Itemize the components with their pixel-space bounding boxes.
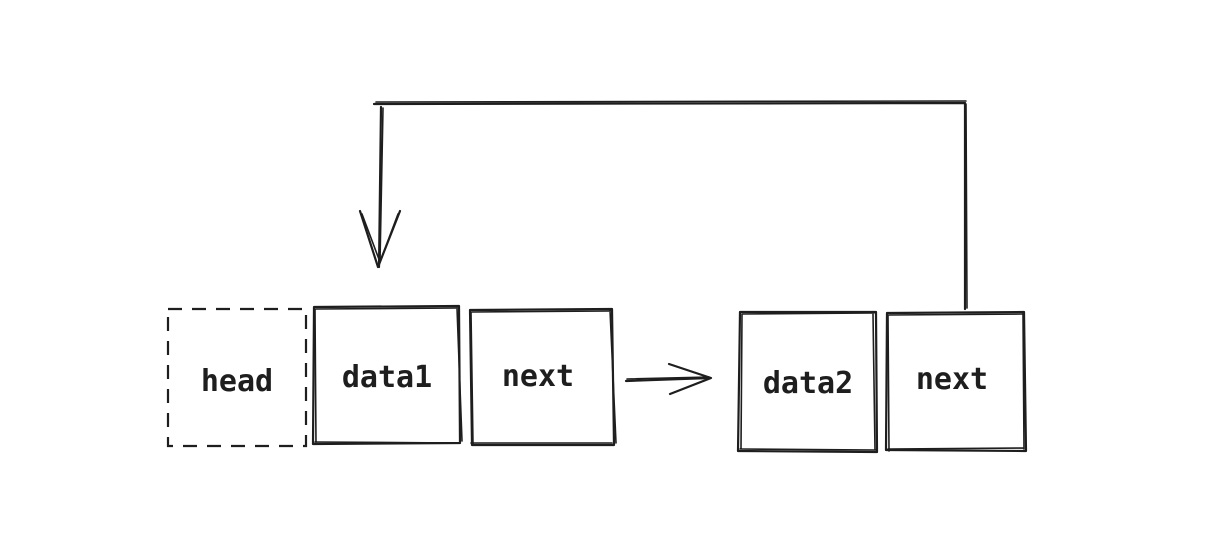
next-arrow-shaft xyxy=(624,376,712,383)
next-arrow-head xyxy=(667,362,713,396)
next-arrow xyxy=(624,362,713,396)
next2-node-label: next xyxy=(916,362,988,397)
head-node-box xyxy=(166,307,308,448)
data2-node-label: data2 xyxy=(763,366,853,401)
data2-node: data2 xyxy=(736,310,879,454)
next1-node-label: next xyxy=(502,359,574,394)
next1-node: next xyxy=(468,307,617,447)
data1-node: data1 xyxy=(311,304,463,446)
loop-back-arrow-path xyxy=(372,101,967,311)
loop-back-arrow-shaft xyxy=(377,105,383,269)
next1-node-box xyxy=(468,307,616,447)
next2-node-box xyxy=(884,310,1028,453)
head-node-label: head xyxy=(201,364,273,399)
data1-node-label: data1 xyxy=(342,360,432,395)
next2-node: next xyxy=(884,310,1028,453)
data1-node-box xyxy=(311,304,462,446)
loop-back-arrow xyxy=(358,100,968,311)
head-node: head xyxy=(166,307,308,448)
data2-node-box xyxy=(736,310,879,454)
